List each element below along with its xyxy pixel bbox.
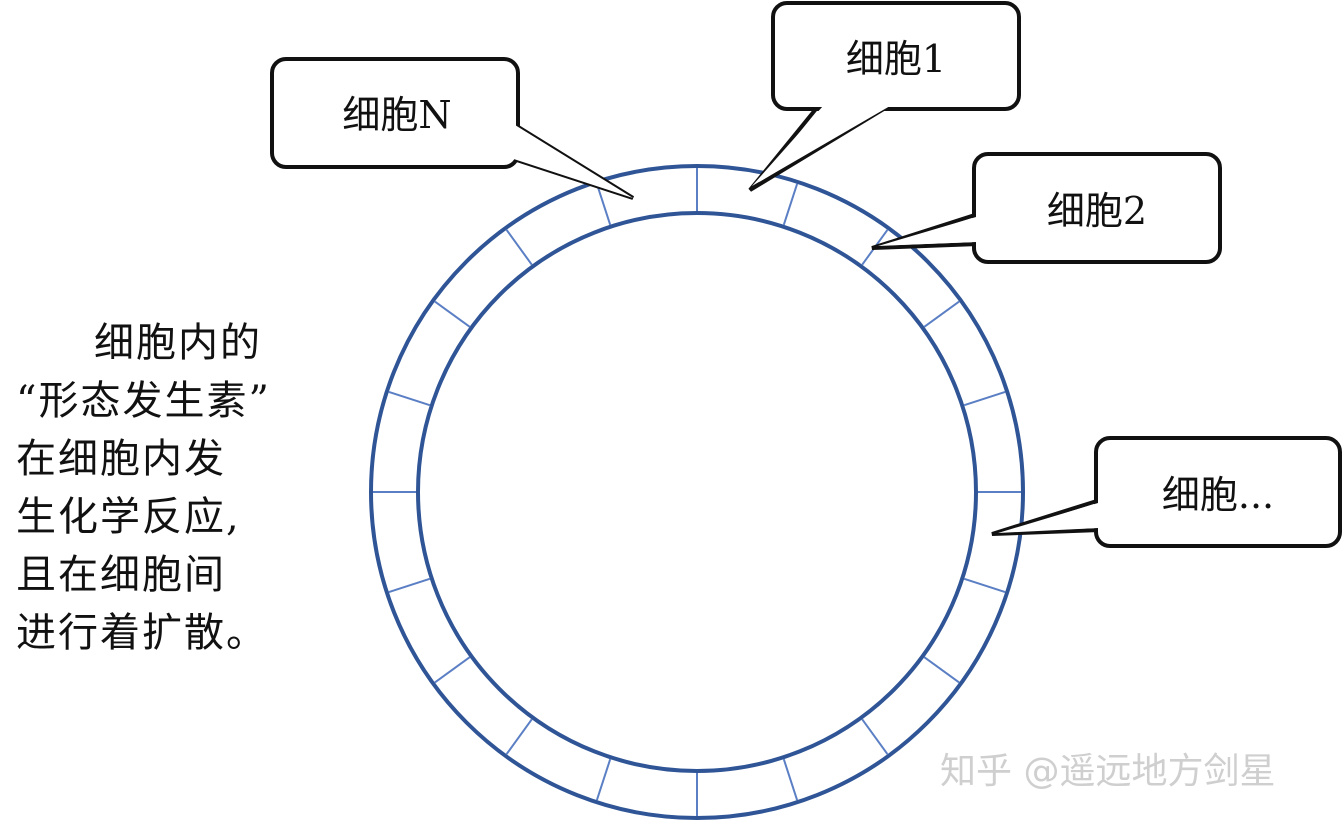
callout-cell-more-label: 细胞... — [1162, 473, 1274, 517]
segment-divider — [861, 718, 889, 755]
segment-divider — [505, 229, 533, 266]
segment-divider — [595, 183, 612, 226]
segment-divider — [963, 577, 1006, 594]
callout-cell-2: 细胞2 — [871, 152, 1222, 264]
description-line: 且在细胞间 — [16, 552, 226, 598]
segment-divider — [388, 577, 431, 594]
cell-ring — [369, 164, 1025, 820]
callout-cell-n: 细胞N — [270, 57, 635, 200]
segment-divider — [923, 656, 960, 684]
segment-divider — [782, 758, 799, 801]
segment-divider — [595, 758, 612, 801]
description-line: 在细胞内发 — [16, 436, 226, 482]
callout-cell-1: 细胞1 — [748, 1, 1021, 192]
cell-segment-dividers — [373, 168, 1021, 816]
callout-cell-1-label: 细胞1 — [846, 37, 946, 81]
description-text: 细胞内的 “形态发生素” 在细胞内发 生化学反应, 且在细胞间 进行着扩散。 — [16, 314, 316, 662]
segment-divider — [963, 390, 1006, 407]
description-line: 生化学反应, — [16, 494, 241, 540]
callout-cell-n-box — [270, 57, 520, 169]
callout-cell-2-box — [972, 152, 1222, 264]
segment-divider — [434, 300, 471, 328]
watermark: 知乎 @遥远地方剑星 — [940, 751, 1276, 792]
segment-divider — [505, 718, 533, 755]
callout-cell-1-pointer — [748, 102, 894, 192]
callout-cell-1-box — [771, 1, 1021, 111]
description-line: 细胞内的 — [94, 320, 262, 366]
callout-cell-2-label: 细胞2 — [1047, 189, 1147, 233]
callout-cell-more-box — [1094, 436, 1342, 548]
segment-divider — [434, 656, 471, 684]
segment-divider — [782, 183, 799, 226]
description-line: 进行着扩散。 — [16, 610, 268, 656]
callout-cell-n-label: 细胞N — [342, 93, 451, 137]
ring-outer-circle — [369, 164, 1025, 820]
segment-divider — [923, 300, 960, 328]
description-line: “形态发生素” — [16, 378, 271, 424]
ring-inner-circle — [416, 211, 978, 773]
callout-cell-more: 细胞... — [991, 436, 1342, 548]
segment-divider — [388, 390, 431, 407]
